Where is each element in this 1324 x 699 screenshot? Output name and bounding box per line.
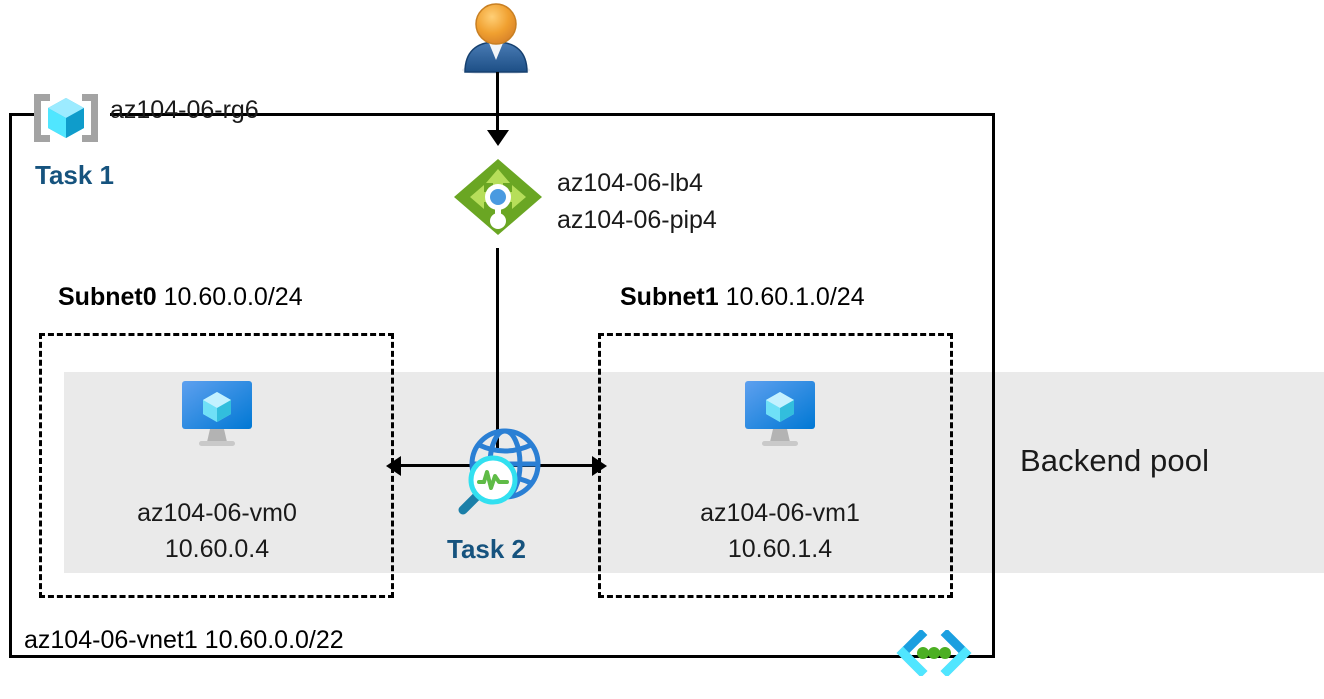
task-2-label: Task 2	[447, 534, 527, 564]
resource-group-border-left	[9, 113, 12, 658]
vm1-labels: az104-06-vm1 10.60.1.4	[640, 495, 920, 567]
load-balancer-labels: az104-06-lb4 az104-06-pip4	[557, 165, 717, 239]
user-to-lb-arrow-line	[496, 72, 499, 134]
vm0-labels: az104-06-vm0 10.60.0.4	[77, 495, 357, 567]
vm1-name: az104-06-vm1	[700, 499, 860, 527]
subnet0-cidr: 10.60.0.0/24	[163, 283, 303, 311]
load-balancer-icon	[450, 155, 546, 251]
virtual-machine-icon	[740, 378, 820, 450]
resource-group-border-bottom	[9, 655, 995, 658]
public-ip-name: az104-06-pip4	[557, 206, 717, 234]
resource-group-icon	[30, 92, 102, 144]
vm0-name: az104-06-vm0	[137, 499, 297, 527]
user-icon	[459, 2, 533, 75]
vnet-label: az104-06-vnet1 10.60.0.0/22	[24, 626, 344, 654]
network-watcher-icon	[455, 424, 547, 516]
subnet0-name: Subnet0	[58, 283, 157, 311]
lb-to-watcher-line	[496, 248, 499, 448]
task-1-label: Task 1	[35, 160, 115, 190]
backend-pool-band	[64, 372, 1324, 573]
resource-group-border-right	[992, 113, 995, 658]
subnet1-cidr: 10.60.1.0/24	[725, 283, 865, 311]
virtual-network-icon	[895, 628, 973, 678]
load-balancer-name: az104-06-lb4	[557, 169, 703, 197]
vm1-ip: 10.60.1.4	[727, 535, 833, 563]
subnet1-name: Subnet1	[620, 283, 719, 311]
resource-group-label: az104-06-rg6	[110, 96, 259, 124]
subnet1-title: Subnet1 10.60.1.0/24	[620, 283, 865, 312]
user-to-lb-arrow-head	[487, 130, 509, 146]
backend-pool-label: Backend pool	[1020, 443, 1210, 478]
resource-group-border-top-right	[110, 113, 995, 116]
subnet-connection-arrow-left	[386, 456, 401, 476]
subnet-connection-arrow-right	[592, 456, 607, 476]
resource-group-border-top-left	[9, 113, 35, 116]
virtual-machine-icon	[177, 378, 257, 450]
vm0-ip: 10.60.0.4	[164, 535, 270, 563]
subnet0-title: Subnet0 10.60.0.0/24	[58, 283, 303, 312]
